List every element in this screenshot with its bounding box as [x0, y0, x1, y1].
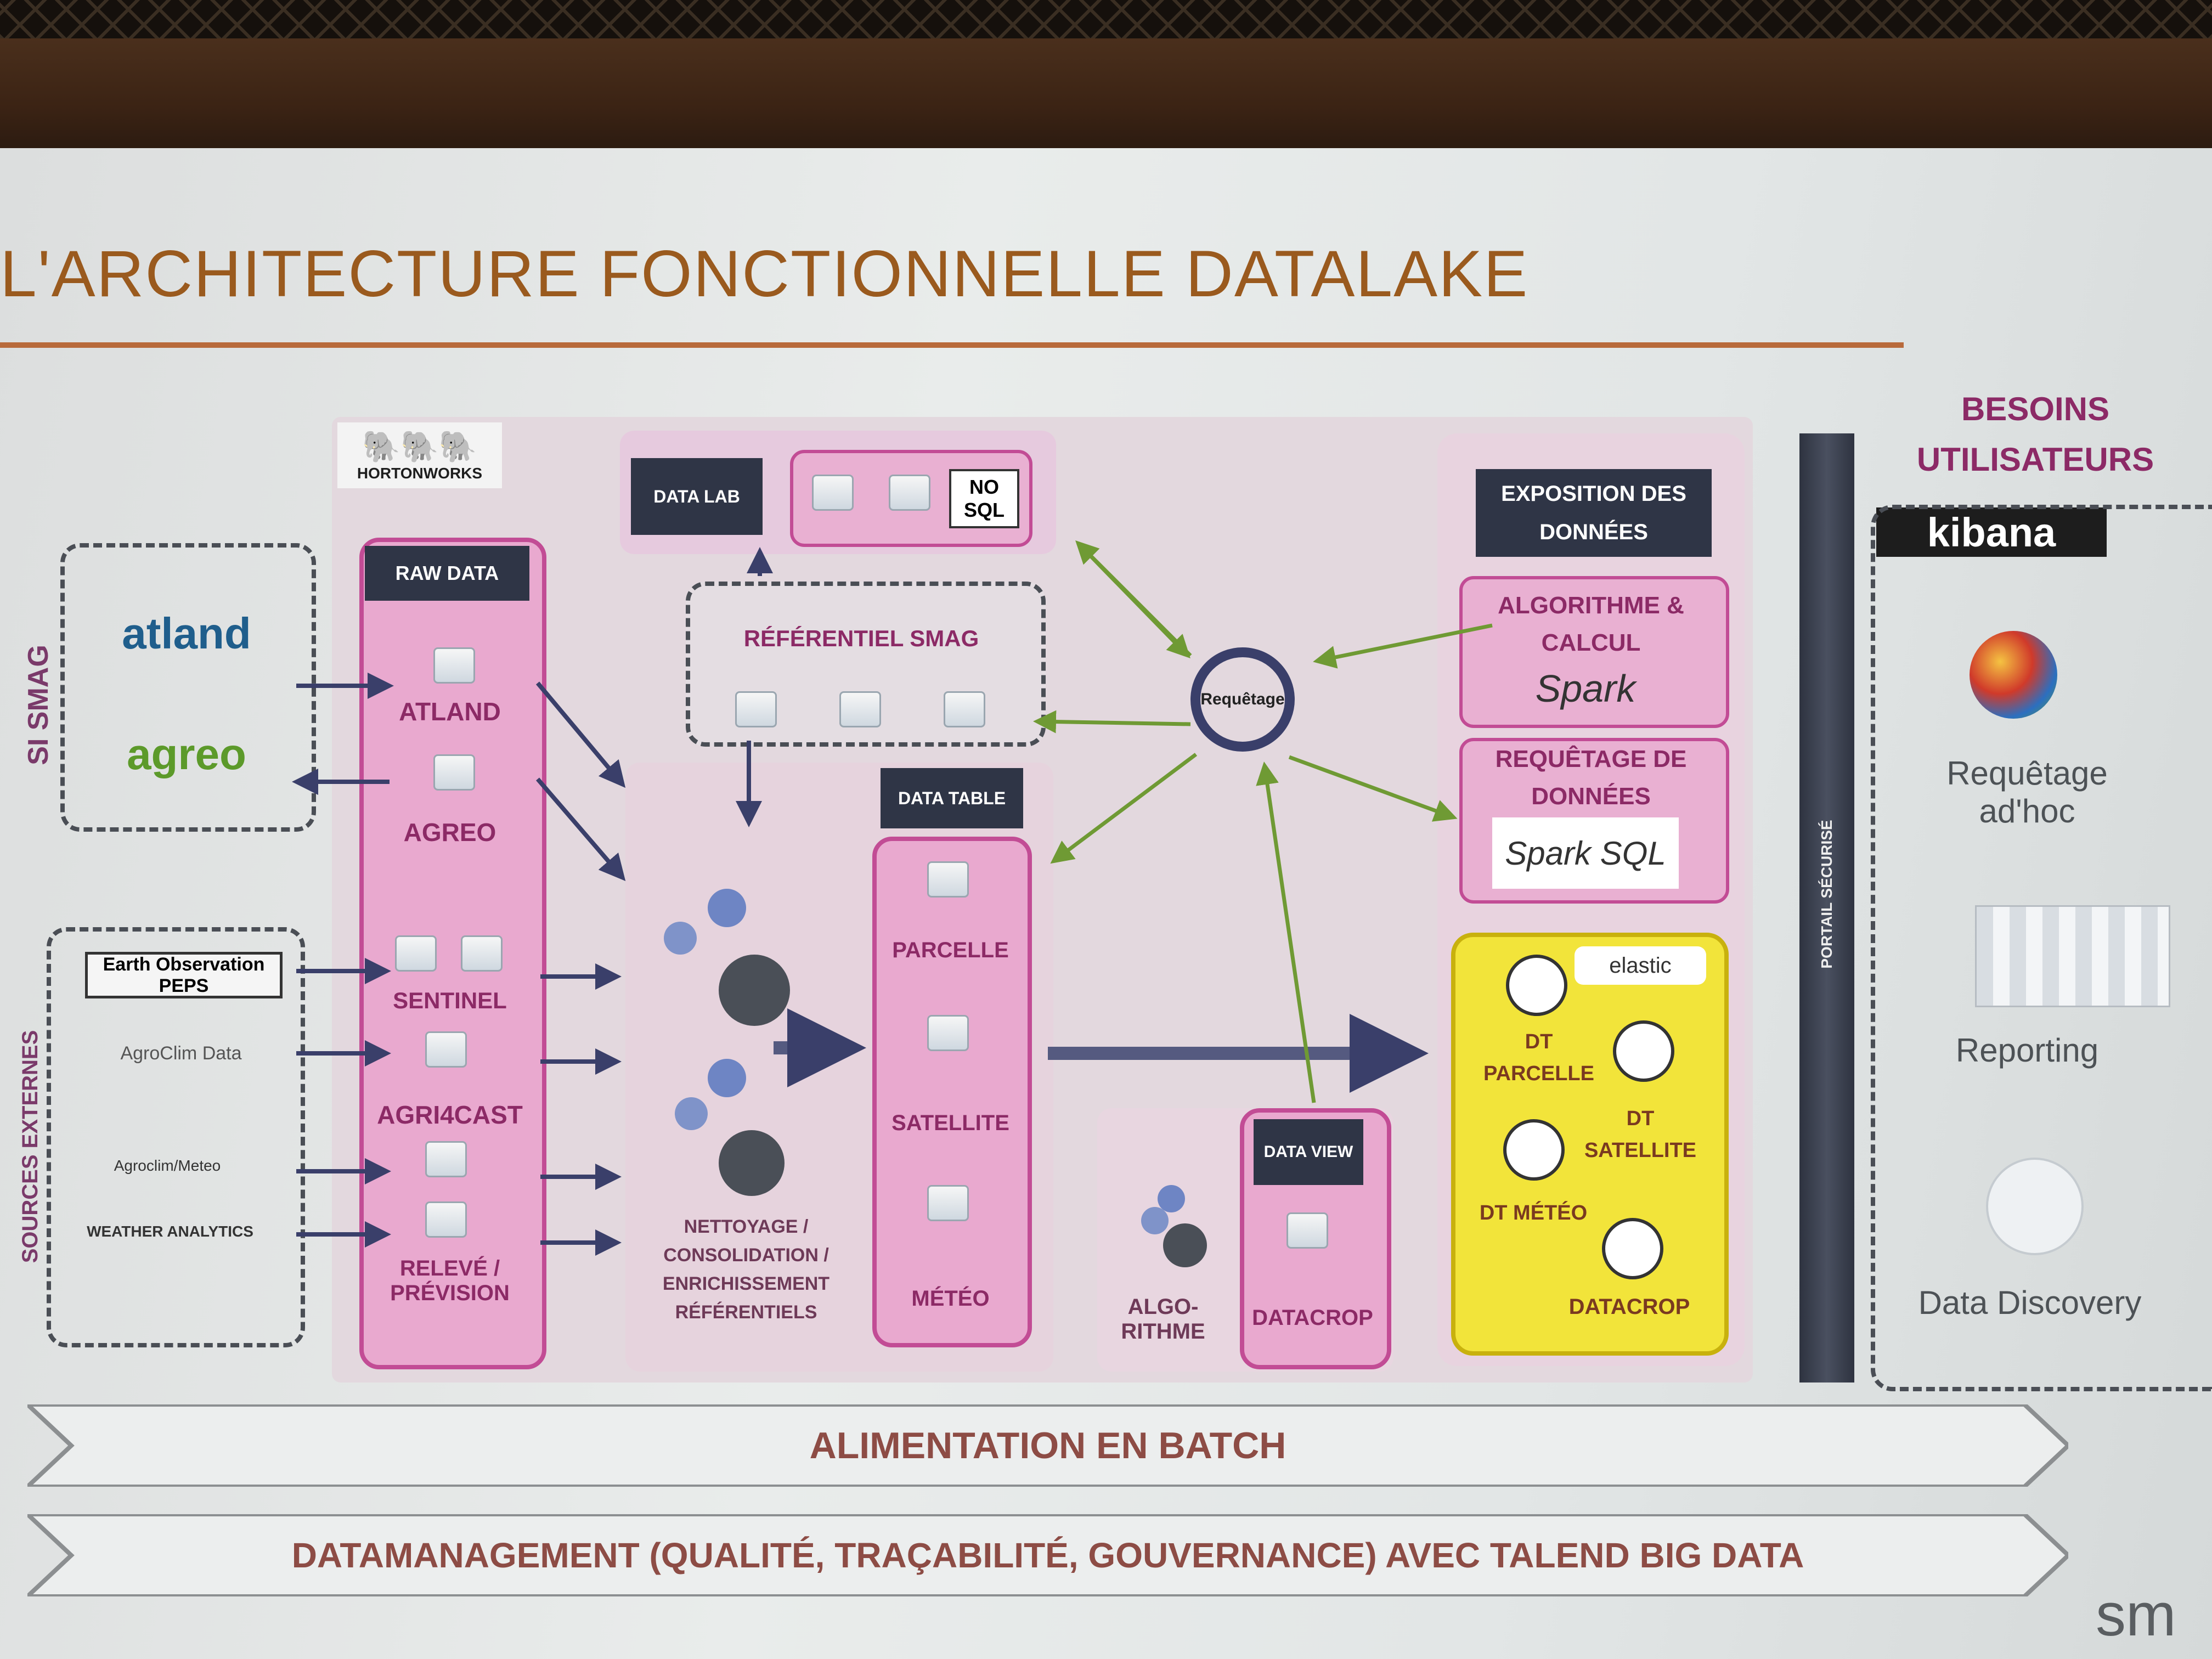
elephant-icon: 🐘🐘🐘 [362, 429, 477, 464]
db-icon [433, 647, 475, 684]
elastic-dt-satellite: DT SATELLITE [1584, 1107, 1697, 1162]
elastic-node-icon [1503, 1119, 1565, 1181]
exposition-header: EXPOSITION DES DONNÉES [1476, 469, 1712, 557]
raw-data-header: RAW DATA [365, 546, 529, 601]
elastic-node-icon [1602, 1218, 1663, 1279]
elastic-datacrop: DATACROP [1568, 1295, 1690, 1319]
batch-band: ALIMENTATION EN BATCH [21, 1402, 2072, 1489]
source-agroclim: AgroClim Data [120, 1042, 242, 1064]
microscope-icon [1986, 1158, 2084, 1255]
gear-icon [708, 1059, 746, 1097]
gear-icon [1158, 1185, 1185, 1212]
raw-releve: RELEVÉ / PRÉVISION [390, 1256, 510, 1305]
raw-agri4cast: AGRI4CAST [377, 1101, 523, 1129]
kibana-logo: kibana [1876, 507, 2107, 557]
batch-band-label: ALIMENTATION EN BATCH [809, 1425, 1286, 1466]
reporting-icon [1975, 905, 2170, 1007]
algo-calcul-label: ALGORITHME & CALCUL [1498, 592, 1684, 656]
source-weather: WEATHER ANALYTICS [87, 1223, 253, 1240]
slide-title: L'ARCHITECTURE FONCTIONNELLE DATALAKE [0, 237, 1529, 311]
footer-logo: sm [2096, 1581, 2176, 1649]
elastic-dt-parcelle: DT PARCELLE [1483, 1030, 1594, 1085]
elastic-dt-meteo: DT MÉTÉO [1479, 1201, 1588, 1224]
referentiel-label: RÉFÉRENTIEL SMAG [743, 625, 979, 651]
elastic-logo: elastic [1575, 946, 1706, 985]
wooden-beam [0, 38, 2212, 154]
db-icon [395, 935, 437, 972]
title-underline [0, 342, 1904, 348]
data-lab-header: DATA LAB [631, 458, 763, 535]
algo-label: ALGO-RITHME [1121, 1295, 1205, 1344]
db-icon [735, 691, 777, 727]
db-icon [944, 691, 985, 727]
hortonworks-logo: 🐘🐘🐘 HORTONWORKS [337, 422, 502, 488]
db-icon [889, 475, 930, 511]
gear-icon [708, 889, 746, 927]
secure-portal-bar [1799, 433, 1854, 1383]
user-discovery: Data Discovery [1918, 1284, 2142, 1321]
db-icon [927, 1015, 969, 1051]
agreo-logo: agreo [127, 730, 246, 778]
spark-sql-logo: Spark SQL [1492, 817, 1679, 889]
source-peps: Earth Observation PEPS [85, 952, 283, 998]
gear-icon [719, 1130, 785, 1196]
source-meteo: Agroclim/Meteo [114, 1157, 221, 1174]
processing-label: NETTOYAGE / CONSOLIDATION / ENRICHISSEME… [662, 1216, 830, 1323]
elastic-box [1451, 933, 1729, 1356]
data-table-header: DATA TABLE [881, 768, 1023, 828]
sources-box [47, 927, 305, 1347]
db-icon [461, 935, 503, 972]
elastic-node-icon [1613, 1020, 1674, 1082]
atland-logo: atland [122, 609, 251, 658]
elastic-node-icon [1506, 955, 1567, 1016]
db-icon [1286, 1212, 1328, 1249]
ceiling-lattice [0, 0, 2212, 38]
db-icon [812, 475, 854, 511]
table-satellite: SATELLITE [891, 1111, 1009, 1135]
table-meteo: MÉTÉO [911, 1286, 990, 1311]
gear-icon [719, 955, 790, 1026]
users-box [1871, 505, 2212, 1391]
datamanagement-band: DATAMANAGEMENT (QUALITÉ, TRAÇABILITÉ, GO… [21, 1512, 2072, 1599]
user-adhoc: Requêtage ad'hoc [1946, 755, 2108, 830]
gear-icon [664, 922, 697, 955]
spark-logo: Spark [1535, 667, 1636, 710]
table-parcelle: PARCELLE [892, 938, 1009, 962]
db-icon [927, 1185, 969, 1221]
db-icon [425, 1141, 467, 1177]
data-table-column [872, 837, 1032, 1347]
user-reporting: Reporting [1955, 1032, 2099, 1069]
requetage-label: Requêtage [1200, 690, 1285, 708]
raw-agreo: AGREO [403, 818, 496, 847]
db-icon [839, 691, 881, 727]
gear-icon [675, 1097, 708, 1130]
datamanagement-band-label: DATAMANAGEMENT (QUALITÉ, TRAÇABILITÉ, GO… [291, 1536, 1804, 1575]
raw-sentinel: SENTINEL [393, 988, 507, 1013]
db-icon [927, 861, 969, 898]
data-view-header: DATA VIEW [1254, 1119, 1363, 1185]
db-icon [425, 1031, 467, 1068]
gear-icon [1163, 1223, 1207, 1267]
algo-calcul-box [1459, 576, 1729, 728]
gear-icon [1141, 1207, 1169, 1234]
db-icon [433, 754, 475, 791]
raw-atland: ATLAND [399, 697, 501, 726]
requete-label: REQUÊTAGE DE DONNÉES [1495, 746, 1687, 810]
nosql-badge: NO SQL [949, 469, 1019, 528]
adhoc-query-icon [1970, 631, 2057, 719]
view-datacrop: DATACROP [1252, 1306, 1373, 1330]
db-icon [425, 1201, 467, 1238]
users-header: BESOINS UTILISATEURS [1916, 391, 2154, 478]
